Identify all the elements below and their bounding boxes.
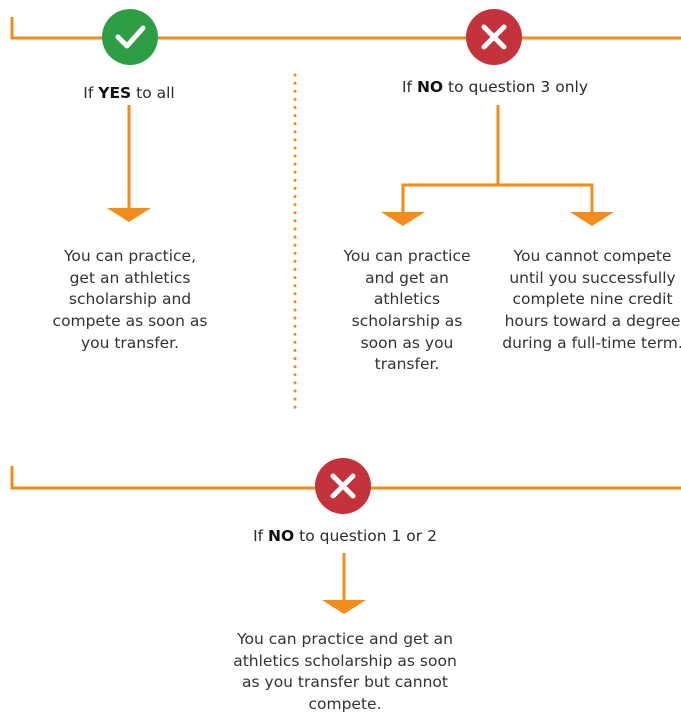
no-q3-outcome-right: You cannot compete until you successfull… xyxy=(502,247,681,352)
no-q12-arrow xyxy=(322,600,366,614)
yes-to-all-label: If YES to all xyxy=(39,83,219,105)
no-to-q1-or-q2-label: If NO to question 1 or 2 xyxy=(200,526,490,548)
no-q3-outcome-left: You can practice and get an athletics sc… xyxy=(343,247,471,374)
no-q3-arrow-left xyxy=(381,212,425,226)
label-suffix: to question 1 or 2 xyxy=(294,527,437,545)
label-suffix: to question 3 only xyxy=(443,78,588,96)
no-x-mark-icon-top xyxy=(466,9,522,65)
label-keyword: NO xyxy=(268,527,295,545)
label-suffix: to all xyxy=(131,84,175,102)
top-connector-line xyxy=(10,17,681,40)
label-keyword: YES xyxy=(98,84,132,102)
label-keyword: NO xyxy=(416,78,444,96)
no-q3-arrow-right xyxy=(570,212,614,226)
label-prefix: If xyxy=(83,84,99,102)
yes-branch-arrow xyxy=(107,208,151,222)
no-x-mark-icon-bottom xyxy=(315,458,371,514)
yes-outcome-text: You can practice, get an athletics schol… xyxy=(52,247,208,352)
no-to-q3-label: If NO to question 3 only xyxy=(360,77,630,99)
bottom-connector-line xyxy=(10,466,681,490)
no-q12-outcome-text: You can practice and get an athletics sc… xyxy=(233,630,457,714)
label-prefix: If xyxy=(401,78,417,96)
label-prefix: If xyxy=(253,527,269,545)
no-q3-branch-lines xyxy=(401,105,594,213)
yes-checkmark-icon xyxy=(102,9,158,65)
